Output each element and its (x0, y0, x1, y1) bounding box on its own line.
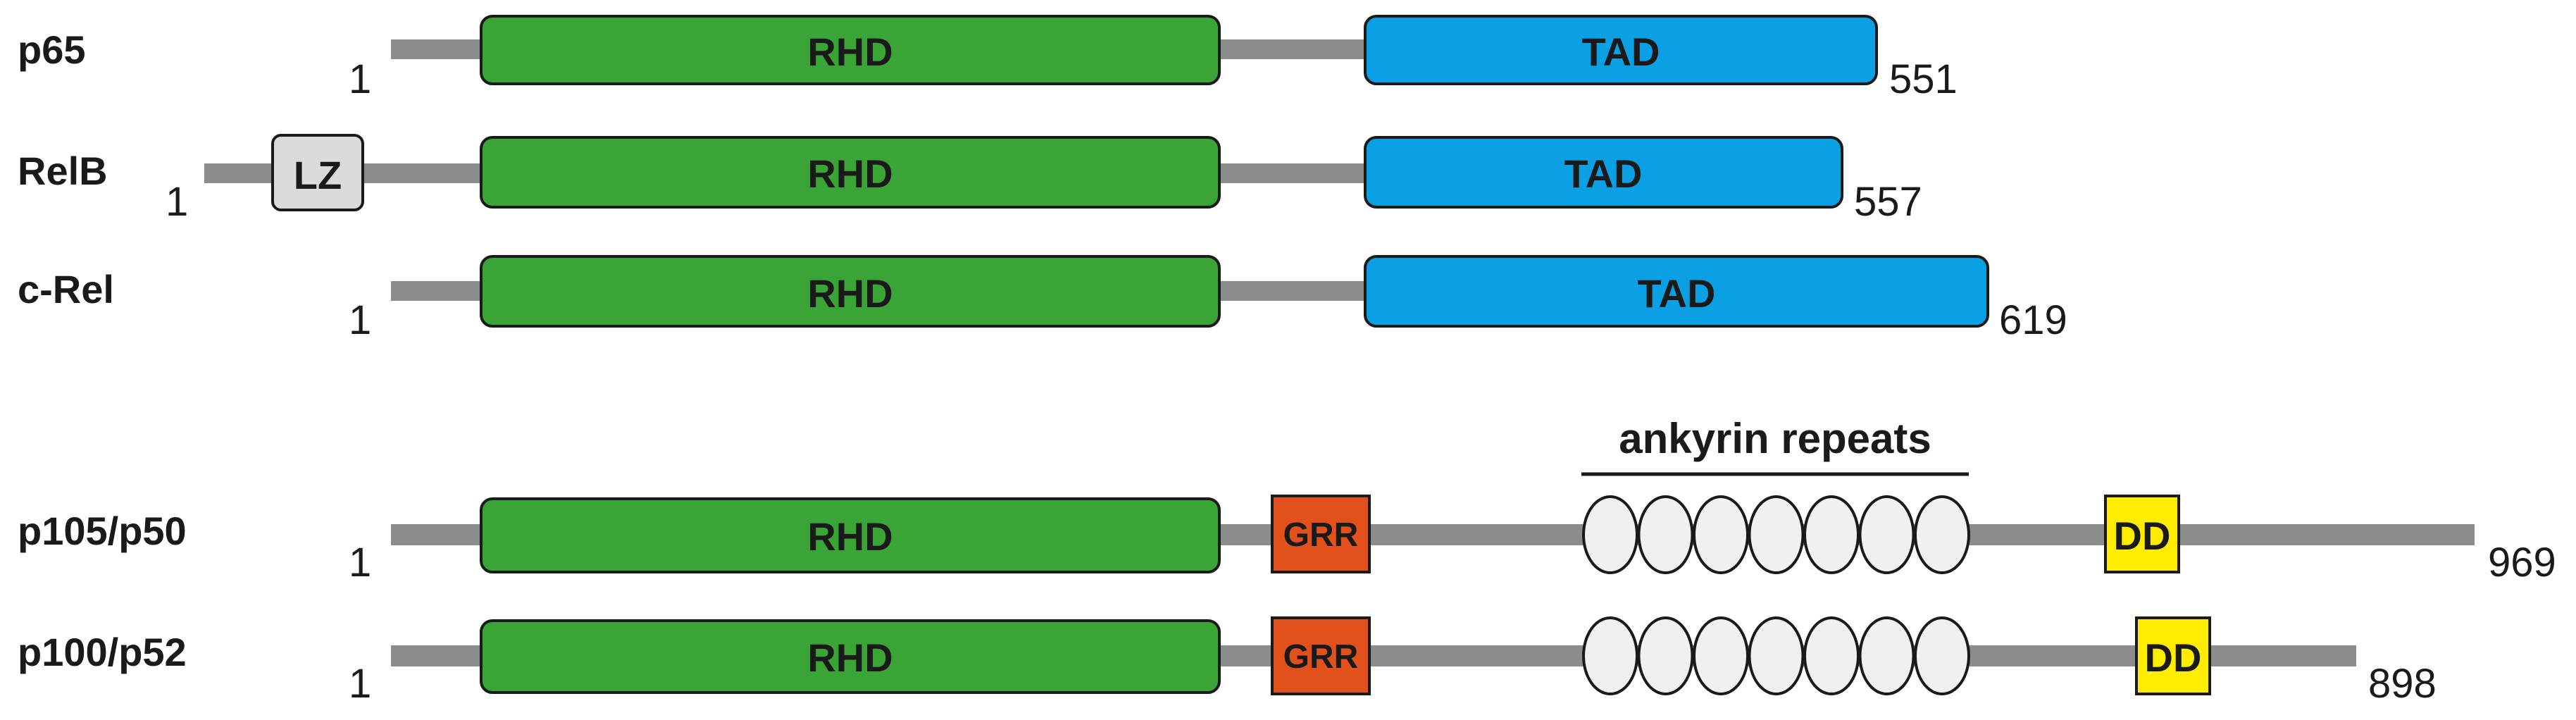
lz-domain (271, 134, 364, 211)
ankyrin-repeat (1637, 495, 1694, 574)
tad-domain (1364, 255, 1989, 328)
rhd-domain (480, 619, 1221, 694)
ankyrin-repeat (1693, 495, 1749, 574)
ankyrin-repeat (1582, 616, 1638, 695)
start-position: 1 (166, 179, 188, 225)
start-position: 1 (349, 56, 371, 102)
ankyrin-repeat (1693, 616, 1749, 695)
dd-label: DD (2145, 635, 2202, 680)
ankyrin-repeats (1582, 616, 1970, 695)
ankyrin-repeat (1582, 495, 1638, 574)
rhd-domain (480, 497, 1221, 573)
tad-domain (1364, 15, 1878, 85)
dd-label: DD (2114, 514, 2171, 558)
protein-row-relb: RelB LZ RHD TAD 1 557 (18, 134, 1922, 225)
rhd-label: RHD (807, 271, 892, 316)
grr-label: GRR (1283, 516, 1359, 554)
ankyrin-repeats-header: ankyrin repeats (1581, 415, 1969, 476)
protein-row-p100-p52: p100/p52 RHD GRR DD 1 898 (18, 616, 2437, 707)
dd-domain (2104, 495, 2180, 573)
ankyrin-repeat (1637, 616, 1694, 695)
protein-row-c-rel: c-Rel RHD TAD 1 619 (18, 255, 2067, 343)
dd-domain (2135, 616, 2211, 695)
ankyrin-repeat (1803, 616, 1860, 695)
ankyrin-repeat (1914, 495, 1970, 574)
protein-name: p105/p50 (18, 509, 187, 553)
rhd-domain (480, 15, 1221, 85)
rhd-label: RHD (807, 30, 892, 74)
start-position: 1 (349, 661, 371, 707)
protein-name: p100/p52 (18, 630, 187, 674)
tad-label: TAD (1564, 151, 1643, 196)
protein-name: p65 (18, 27, 86, 72)
rhd-label: RHD (807, 151, 892, 196)
end-position: 551 (1889, 56, 1958, 102)
ankyrin-repeat (1748, 495, 1805, 574)
ankyrin-repeat (1748, 616, 1805, 695)
protein-name: c-Rel (18, 267, 114, 311)
end-position: 898 (2368, 661, 2437, 707)
end-position: 557 (1854, 179, 1922, 225)
end-position: 969 (2488, 540, 2556, 585)
grr-label: GRR (1283, 638, 1359, 676)
rhd-label: RHD (807, 514, 892, 559)
ankyrin-repeat (1858, 616, 1915, 695)
rhd-domain (480, 255, 1221, 328)
end-position: 619 (1999, 297, 2067, 343)
protein-row-p65: p65 RHD TAD 1 551 (18, 15, 1958, 102)
start-position: 1 (349, 297, 371, 343)
lz-label: LZ (294, 153, 342, 197)
tad-domain (1364, 136, 1843, 209)
rhd-label: RHD (807, 635, 892, 680)
rhd-domain (480, 136, 1221, 209)
protein-row-p105-p50: p105/p50 RHD GRR DD 1 969 (18, 495, 2556, 585)
grr-domain (1271, 495, 1371, 573)
ankyrin-repeats (1582, 495, 1970, 574)
tad-label: TAD (1638, 271, 1716, 316)
tad-label: TAD (1582, 30, 1660, 74)
protein-name: RelB (18, 149, 108, 193)
ankyrin-repeat (1914, 616, 1970, 695)
grr-domain (1271, 616, 1371, 695)
ankyrin-repeat (1803, 495, 1860, 574)
start-position: 1 (349, 540, 371, 585)
ankyrin-repeat (1858, 495, 1915, 574)
ankyrin-repeats-title: ankyrin repeats (1619, 415, 1931, 462)
